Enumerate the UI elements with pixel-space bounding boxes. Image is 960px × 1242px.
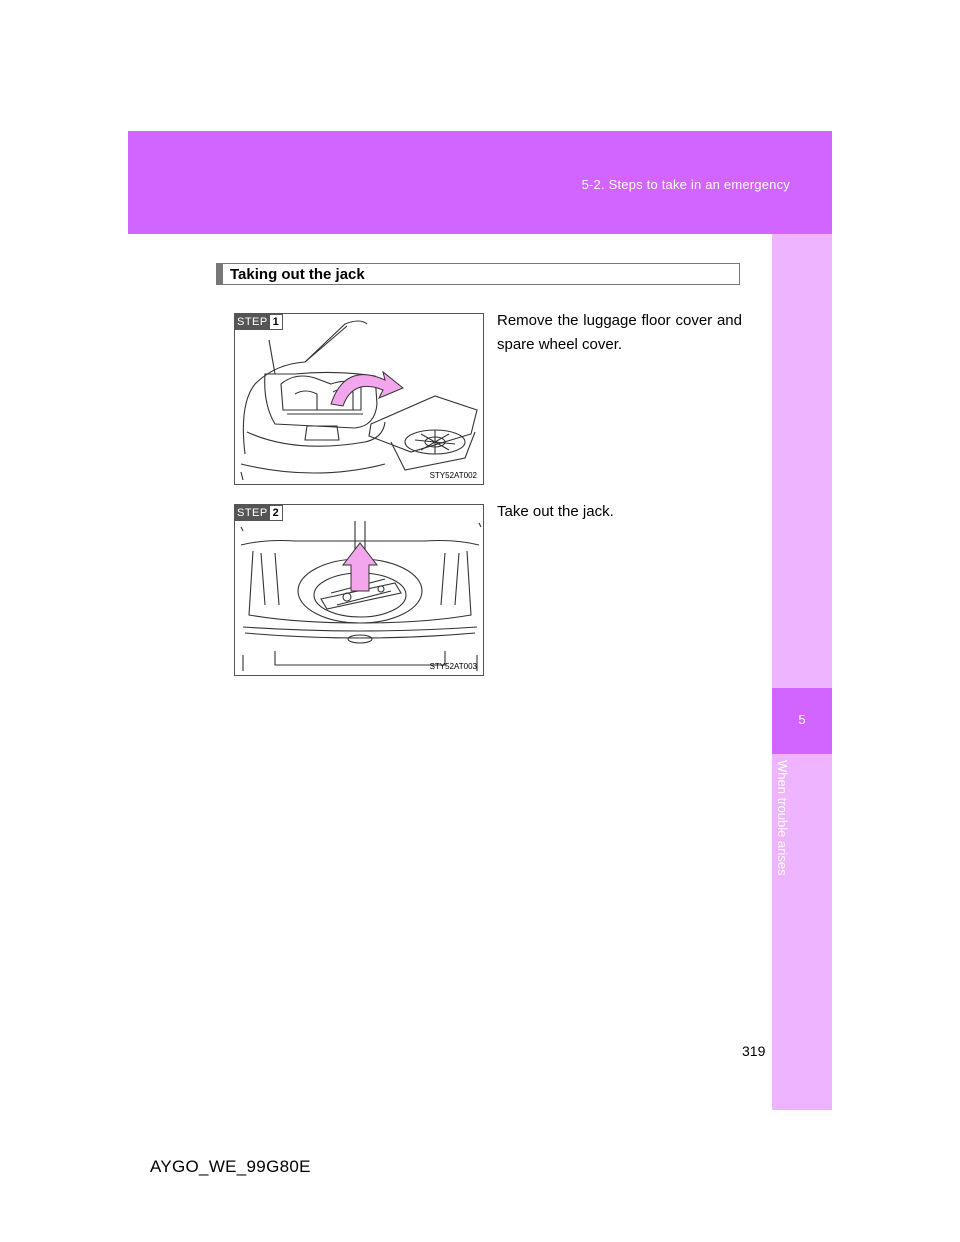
chapter-side-tab — [772, 234, 832, 1110]
step-2-text: Take out the jack. — [497, 503, 614, 520]
section-heading: Taking out the jack — [230, 266, 365, 283]
page-number: 319 — [742, 1043, 766, 1059]
step-1-illustration: STEP 1 STY52AT002 — [234, 313, 484, 485]
section-heading-bar: Taking out the jack — [216, 263, 740, 285]
section-heading-marker — [217, 264, 223, 284]
step-number: 1 — [269, 314, 283, 330]
figure-code: STY52AT003 — [429, 662, 477, 671]
chapter-number: 5 — [798, 712, 806, 727]
step-label: STEP — [235, 314, 270, 330]
chapter-number-box: 5 — [772, 688, 832, 754]
step-1-text: Remove the luggage floor cover and spare… — [497, 312, 742, 353]
chapter-title: When trouble arises — [774, 760, 802, 900]
chapter-title-text: When trouble arises — [775, 760, 790, 876]
step-badge-2: STEP 2 — [235, 505, 283, 521]
section-header-text: 5-2. Steps to take in an emergency — [581, 177, 790, 192]
step-number: 2 — [269, 505, 283, 521]
document-code: AYGO_WE_99G80E — [150, 1157, 311, 1176]
figure-code: STY52AT002 — [429, 471, 477, 480]
header-band: 5-2. Steps to take in an emergency — [128, 131, 832, 234]
jack-storage-illustration — [240, 521, 482, 671]
step-label: STEP — [235, 505, 270, 521]
step-2-illustration: STEP 2 STY52AT003 — [234, 504, 484, 676]
luggage-cover-illustration — [240, 320, 478, 481]
step-badge-1: STEP 1 — [235, 314, 283, 330]
